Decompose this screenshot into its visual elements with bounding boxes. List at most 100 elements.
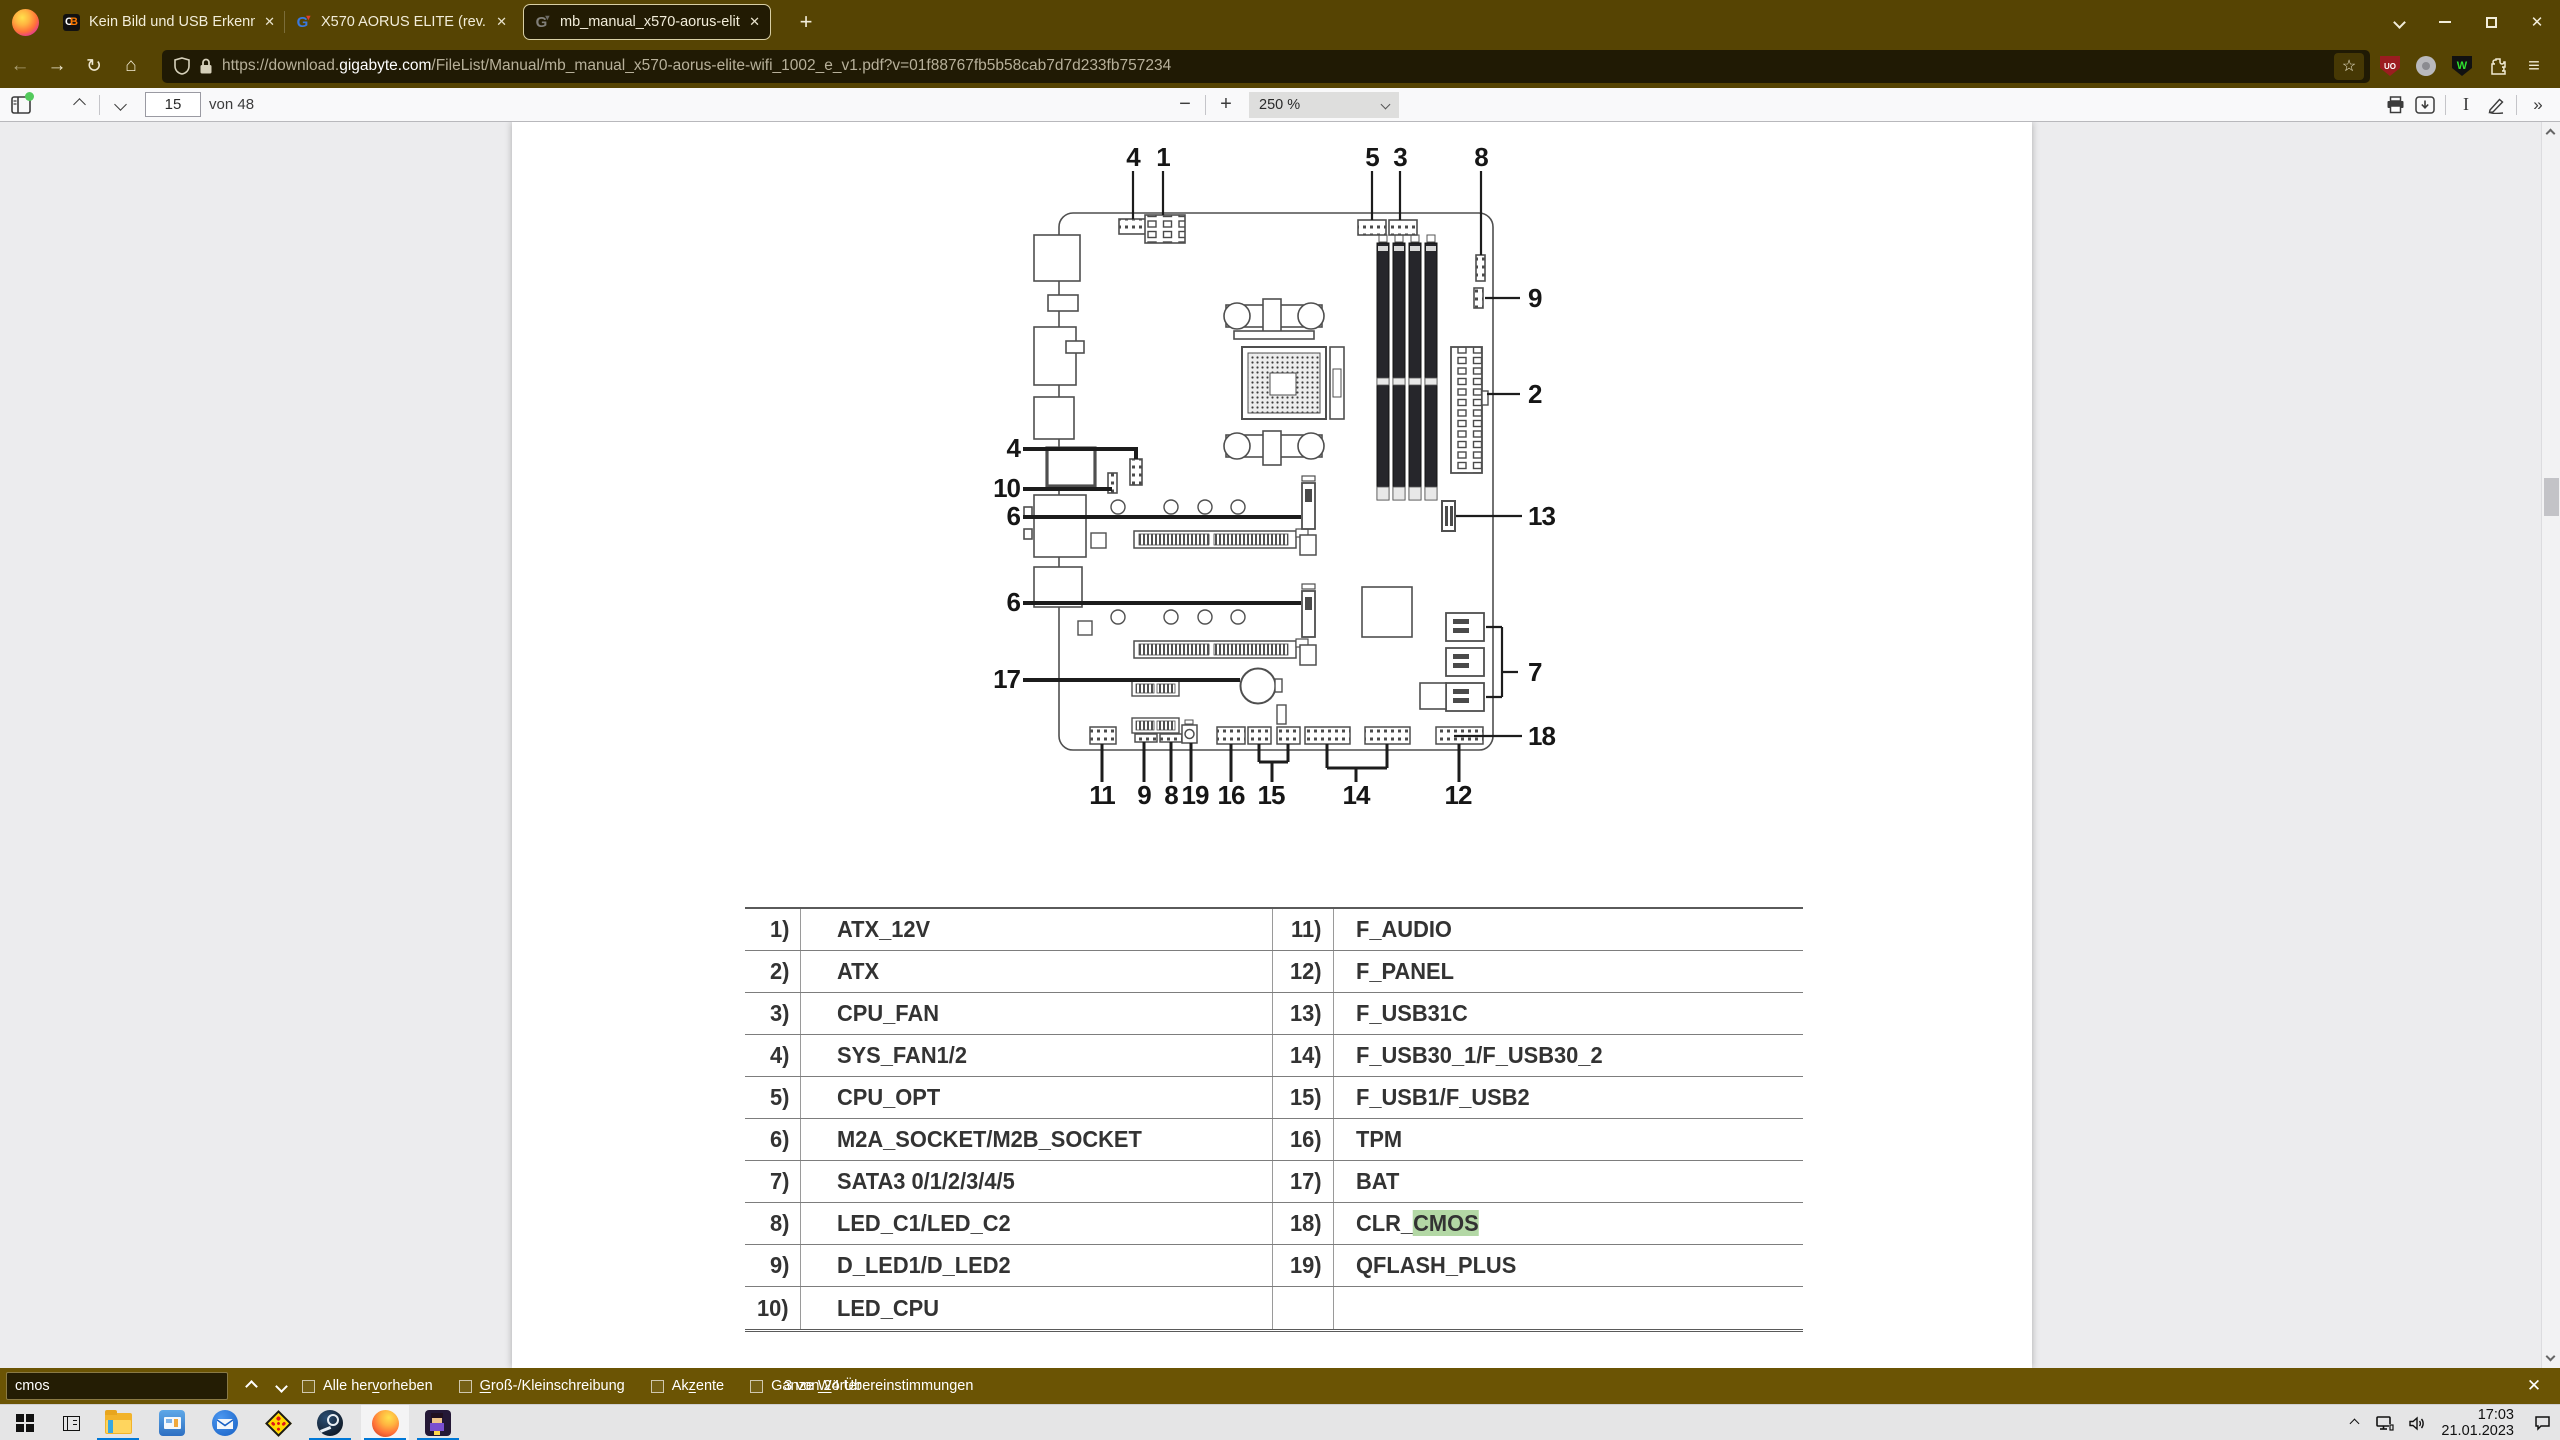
maximize-icon — [2485, 16, 2497, 28]
tab-close-icon[interactable]: ✕ — [496, 14, 507, 29]
taskbar-thunderbird-button[interactable] — [201, 1405, 249, 1440]
checkbox-icon[interactable] — [750, 1379, 764, 1393]
page-number-input[interactable] — [145, 92, 201, 117]
svg-text:11: 11 — [1089, 780, 1115, 810]
download-button[interactable] — [2410, 91, 2440, 119]
cookies-extension-button[interactable] — [2410, 50, 2442, 82]
back-button[interactable]: ← — [10, 55, 30, 76]
running-indicator — [309, 1438, 351, 1440]
url-domain: gigabyte.com — [339, 57, 432, 74]
zoom-out-button[interactable]: − — [1179, 93, 1191, 115]
draw-tool-button[interactable] — [2481, 91, 2511, 119]
steam-icon — [317, 1410, 343, 1436]
tracking-shield-icon[interactable] — [174, 57, 190, 75]
notification-dot — [25, 91, 34, 101]
row-label-right: CLR_CMOS — [1356, 1210, 1479, 1236]
home-button[interactable]: ⌂ — [125, 55, 137, 76]
web-shield-extension-button[interactable]: W — [2446, 50, 2478, 82]
taskbar-clock[interactable]: 17:03 21.01.2023 — [2441, 1407, 2514, 1439]
print-button[interactable] — [2380, 91, 2410, 119]
pcie-x1-slots — [1131, 680, 1180, 734]
tab-2[interactable]: G▾mb_manual_x570-aorus-elite-w✕ — [523, 4, 771, 40]
row-number-left: 10) — [745, 1287, 801, 1329]
checkbox-icon[interactable] — [458, 1379, 472, 1393]
extensions-button[interactable] — [2482, 50, 2514, 82]
volume-icon[interactable] — [2401, 1405, 2433, 1440]
find-input[interactable] — [6, 1372, 228, 1400]
find-previous-button[interactable] — [236, 1368, 266, 1404]
url-bar[interactable]: https://download.gigabyte.com/FileList/M… — [162, 49, 2370, 83]
row-label-left: D_LED1/D_LED2 — [837, 1252, 1011, 1278]
taskbar-retro-game-button[interactable] — [414, 1405, 462, 1440]
taskbar-steam-button[interactable] — [306, 1405, 354, 1440]
forward-button[interactable]: → — [47, 55, 67, 76]
row-number-left: 9) — [745, 1245, 801, 1286]
firefox-logo-icon[interactable] — [12, 8, 39, 36]
find-option-1[interactable]: Groß-/Kleinschreibung — [458, 1378, 625, 1394]
checkbox-icon[interactable] — [650, 1379, 664, 1393]
printer-icon — [2387, 95, 2403, 113]
running-indicator — [417, 1438, 459, 1440]
checkbox-icon[interactable] — [302, 1379, 315, 1393]
tray-overflow-button[interactable] — [2339, 1405, 2369, 1440]
network-icon[interactable] — [2369, 1405, 2401, 1440]
qflash-button-circle — [1184, 728, 1195, 740]
gray-circle-icon — [2416, 56, 2436, 76]
find-close-button[interactable]: ✕ — [2526, 1376, 2542, 1395]
text-selection-tool-button[interactable]: I — [2463, 94, 2469, 114]
tab-list-button[interactable] — [2376, 5, 2422, 39]
navigation-bar: ← → ↻ ⌂ https://download.gigabyte.com/Fi… — [0, 44, 2560, 88]
sidebar-toggle-button[interactable] — [6, 91, 36, 119]
find-option-0[interactable]: Alle hervorheben — [302, 1378, 433, 1394]
scroll-up-arrow[interactable] — [2545, 128, 2556, 139]
callouts-left: 4 10 6 6 17 — [993, 433, 1022, 694]
svg-text:4: 4 — [1007, 433, 1022, 463]
tab-close-icon[interactable]: ✕ — [264, 14, 275, 29]
scroll-down-arrow[interactable] — [2545, 1351, 2556, 1362]
taskbar-firefox-button[interactable] — [361, 1405, 409, 1440]
maximize-button[interactable] — [2468, 5, 2514, 39]
lock-icon[interactable] — [199, 57, 213, 75]
find-option-label: Akzente — [671, 1378, 725, 1394]
find-option-2[interactable]: Akzente — [650, 1378, 725, 1394]
pcie-x16-slot-2 — [1133, 638, 1317, 666]
window-controls: ✕ — [2376, 5, 2560, 39]
scrollbar-thumb[interactable] — [2544, 478, 2559, 516]
zoom-select[interactable]: 250 % — [1249, 91, 1399, 118]
action-center-button[interactable] — [2524, 1405, 2560, 1440]
row-label-left: CPU_OPT — [837, 1084, 941, 1110]
new-tab-button[interactable]: + — [799, 9, 813, 34]
taskbar-start-button[interactable] — [1, 1405, 49, 1440]
system-app-icon — [159, 1410, 185, 1436]
ublock-extension-button[interactable]: UO — [2374, 50, 2406, 82]
minimize-button[interactable] — [2422, 5, 2468, 39]
pdf-viewer[interactable]: 4 1 5 3 8 9 2 13 7 18 4 10 6 6 — [0, 122, 2560, 1368]
row-label-left: SATA3 0/1/2/3/4/5 — [837, 1168, 1015, 1194]
tab-close-icon[interactable]: ✕ — [749, 14, 760, 29]
taskbar-file-explorer-button[interactable] — [94, 1405, 142, 1440]
led-cpu-header — [1107, 472, 1118, 494]
led-c-header — [1475, 254, 1486, 282]
next-page-button[interactable] — [105, 91, 135, 119]
tab-1[interactable]: G▾X570 AORUS ELITE (rev. 1.0) Unt✕ — [284, 0, 517, 44]
more-tools-button[interactable]: » — [2533, 94, 2542, 114]
close-window-button[interactable]: ✕ — [2530, 14, 2544, 31]
find-option-label: Ganze Wörter — [771, 1378, 862, 1394]
taskbar-card-game-button[interactable] — [254, 1405, 302, 1440]
vertical-scrollbar[interactable] — [2541, 122, 2560, 1368]
find-next-button[interactable] — [266, 1368, 296, 1404]
f-usb30-1-header — [1304, 726, 1351, 745]
bookmark-star-button[interactable]: ☆ — [2334, 52, 2364, 80]
find-option-3[interactable]: Ganze Wörter — [750, 1378, 861, 1394]
reload-button[interactable]: ↻ — [86, 55, 102, 77]
zoom-in-button[interactable]: + — [1220, 93, 1232, 115]
taskbar-system-app-button[interactable] — [148, 1405, 196, 1440]
taskbar: 17:03 21.01.2023 — [0, 1404, 2560, 1440]
hamburger-menu-button[interactable]: ≡ — [2528, 54, 2540, 77]
previous-page-button[interactable] — [64, 91, 94, 119]
taskbar-task-view-button[interactable] — [47, 1405, 95, 1440]
